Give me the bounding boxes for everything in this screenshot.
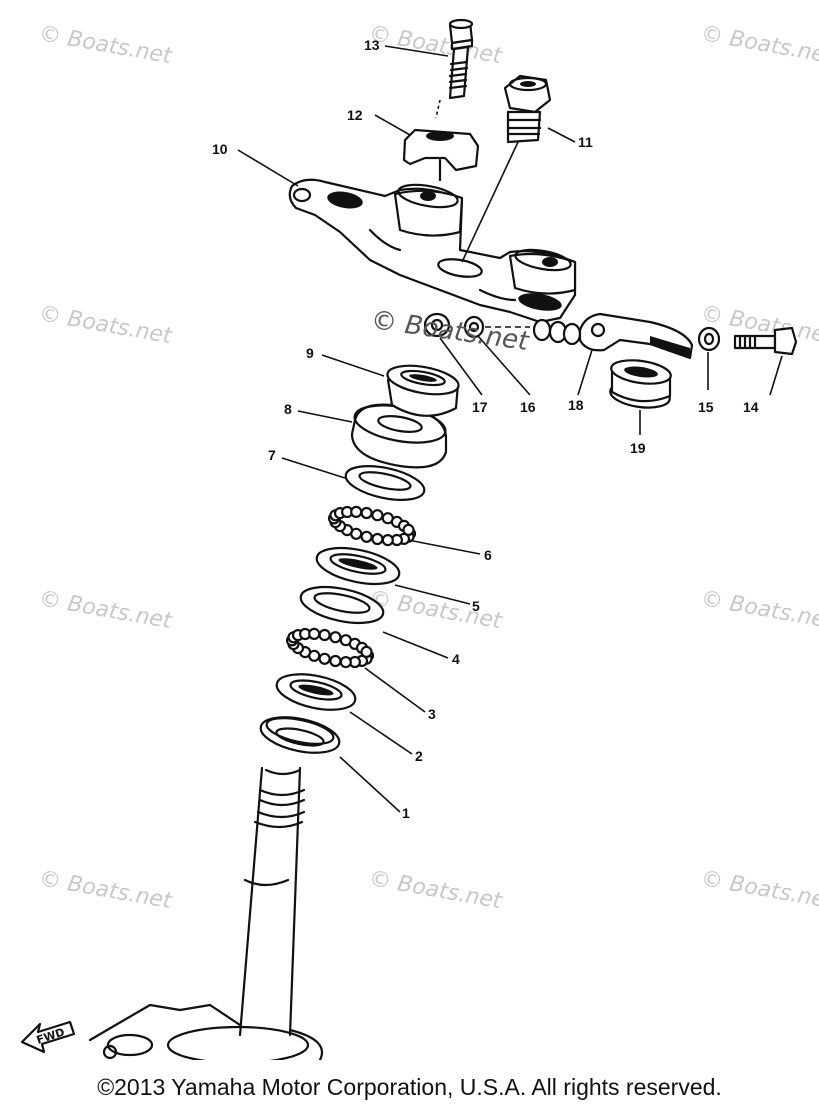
callout-9: 9 [306,345,314,361]
part-9-ring-nut [386,364,460,417]
part-10-upper-bracket [288,178,577,324]
callout-11: 11 [578,134,593,150]
watermark: © Boats.net [699,21,819,69]
callout-4: 4 [452,651,460,667]
bearing-ball [308,627,321,641]
callout-5: 5 [472,598,480,614]
part-15-washer [697,326,721,352]
bearing-ball [381,533,394,547]
part-3-ball-bearing [285,627,375,669]
watermark: © Boats.net [367,586,505,634]
callout-7: 7 [268,447,276,463]
bearing-ball [360,645,373,659]
callout-17: 17 [472,399,488,415]
bearing-ball [402,523,415,537]
part-14-bolt [733,326,798,356]
bearing-ball [371,532,384,546]
callout-12: 12 [347,107,363,123]
bearing-ball [329,631,342,644]
part-7-race [344,465,426,501]
callout-10: 10 [212,141,228,157]
watermark: © Boats.net [37,866,175,914]
callout-16: 16 [520,399,536,415]
bearing-ball [339,655,352,669]
part-19-grommet [609,359,672,409]
watermark: © Boats.net [367,21,505,69]
parts-diagram: © Boats.net © Boats.net © Boats.net © Bo… [20,18,819,1060]
part-5-race [315,546,401,586]
callout-1: 1 [402,805,410,821]
callouts: 1 2 3 4 5 6 7 8 9 10 11 12 13 14 15 16 1… [212,37,759,821]
watermark: © Boats.net [37,301,175,349]
watermark-center: © Boats.net [369,305,531,357]
bearing-ball [318,628,331,642]
callout-8: 8 [284,401,292,417]
part-2-race [275,673,357,711]
bearing-ball [360,506,373,520]
fwd-arrow: FWD [20,1020,76,1054]
watermark: © Boats.net [699,866,819,914]
bushing-pair [532,318,582,346]
callout-3: 3 [428,706,436,722]
callout-14: 14 [743,399,759,415]
steering-stem [88,766,323,1060]
part-1-dust-seal [259,716,341,754]
part-12-handlebar-holder [402,128,480,182]
callout-15: 15 [698,399,714,415]
part-4-race [299,585,385,625]
part-11-stem-bolt [461,74,552,263]
watermark: © Boats.net [699,586,819,634]
bearing-ball [318,652,331,665]
leader-lines [237,45,783,813]
watermark: © Boats.net [37,21,175,69]
bearing-ball [329,654,342,668]
watermark: © Boats.net [367,866,505,914]
watermark: © Boats.net [37,586,175,634]
bearing-ball [371,509,384,522]
callout-19: 19 [630,440,646,456]
callout-6: 6 [484,547,492,563]
bearing-ball [350,505,363,518]
callout-13: 13 [364,37,380,53]
part-16-washer [463,315,530,339]
bearing-ball [360,530,373,543]
part-6-ball-bearing [327,505,417,547]
part-18-bracket [578,312,694,360]
part-13-bolt [435,18,474,119]
callout-18: 18 [568,397,584,413]
part-8-cover [350,403,448,469]
part-17-nut [423,312,451,338]
copyright-footer: ©2013 Yamaha Motor Corporation, U.S.A. A… [97,1074,722,1100]
callout-2: 2 [415,748,423,764]
